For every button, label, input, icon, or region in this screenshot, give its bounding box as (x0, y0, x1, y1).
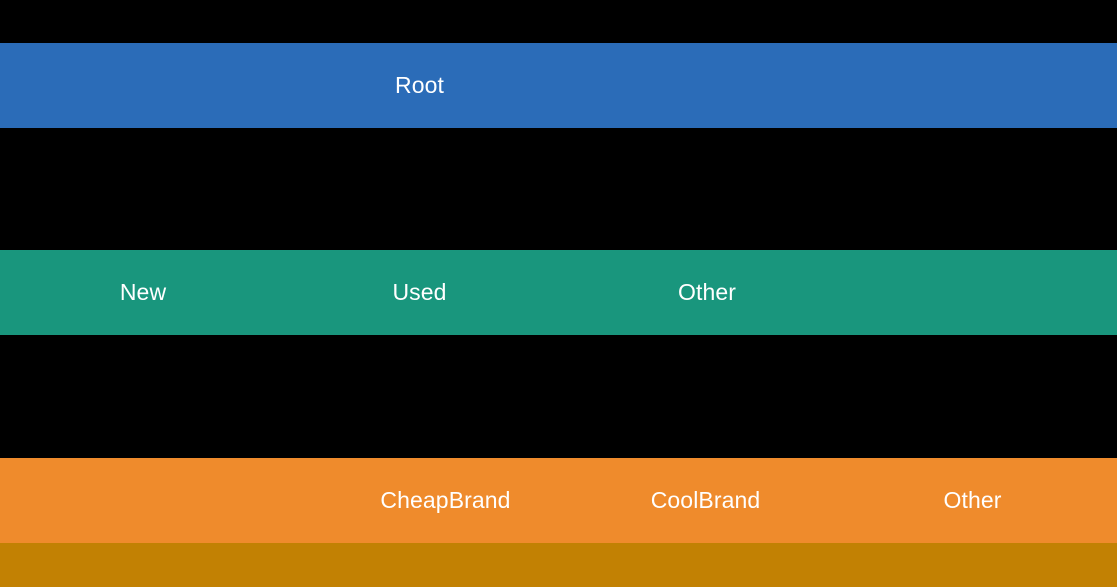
icicle-cell-label: New (119, 279, 167, 305)
icicle-cell-cheapbrand[interactable]: CheapBrand (345, 458, 546, 543)
icicle-cell-unlabeled-0-2[interactable] (521, 43, 1117, 128)
icicle-cell-unlabeled-1-0[interactable] (0, 250, 42, 335)
icicle-cell-coolbrand[interactable]: CoolBrand (605, 458, 806, 543)
icicle-level-root-level: Root (0, 43, 1117, 128)
icicle-cell-unlabeled-2-2[interactable] (546, 458, 605, 543)
icicle-cell-unlabeled-1-6[interactable] (809, 250, 1117, 335)
icicle-cell-label: Other (677, 279, 737, 305)
icicle-cell-unlabeled-2-6[interactable] (1073, 458, 1117, 543)
icicle-cell-unlabeled-2-0[interactable] (0, 458, 345, 543)
icicle-cell-root[interactable]: Root (318, 43, 521, 128)
icicle-level-brand-level: CheapBrand CoolBrand Other (0, 458, 1117, 543)
icicle-cell-new[interactable]: New (42, 250, 244, 335)
icicle-level-condition-level: New Used Other (0, 250, 1117, 335)
icicle-cell-used[interactable]: Used (318, 250, 521, 335)
icicle-cell-unlabeled-1-2[interactable] (244, 250, 318, 335)
icicle-level-leaf-level (0, 543, 1117, 587)
icicle-cell-label: CoolBrand (650, 487, 761, 513)
icicle-cell-unlabeled-0-0[interactable] (0, 43, 318, 128)
icicle-cell-unlabeled-1-4[interactable] (521, 250, 605, 335)
icicle-cell-label: Used (392, 279, 447, 305)
icicle-cell-unlabeled-2-4[interactable] (806, 458, 872, 543)
icicle-cell-other[interactable]: Other (605, 250, 809, 335)
icicle-cell-label: Other (943, 487, 1002, 513)
icicle-cell-label: CheapBrand (380, 487, 511, 513)
icicle-cell-label: Root (395, 72, 444, 98)
icicle-cell-unlabeled-3-0[interactable] (0, 543, 1117, 587)
icicle-cell-other[interactable]: Other (872, 458, 1073, 543)
